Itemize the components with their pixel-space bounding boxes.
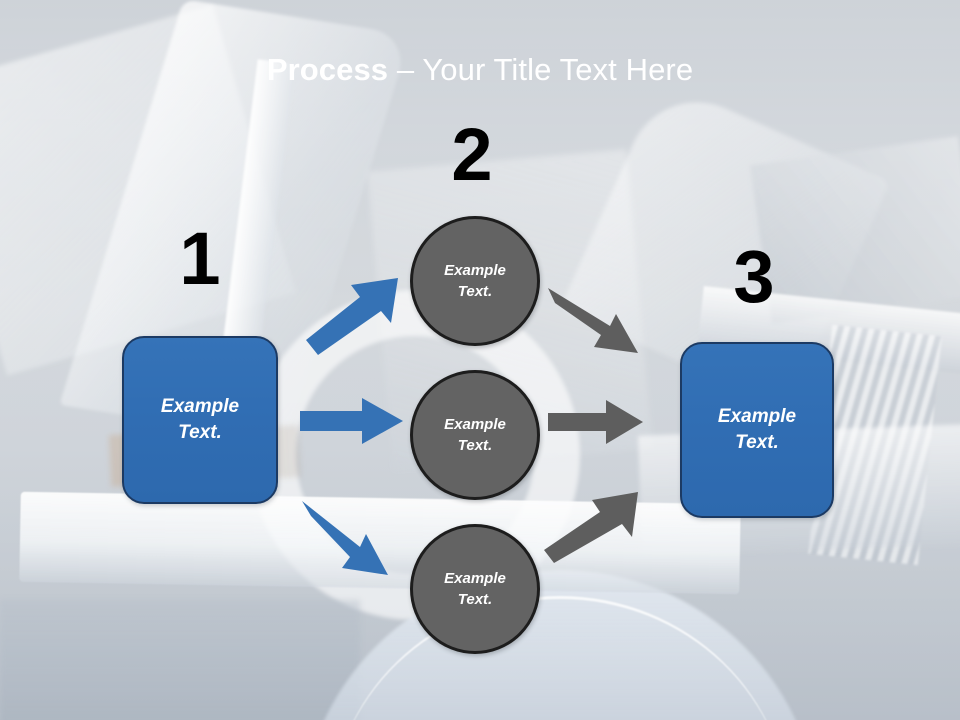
process-circle-3-text: Example Text. xyxy=(444,568,506,610)
process-box-right-line1: Example xyxy=(717,406,797,427)
process-circle-3[interactable]: Example Text. xyxy=(410,524,540,654)
arrow-blue-down-right xyxy=(302,498,402,576)
arrow-gray-right xyxy=(548,400,644,444)
process-circle-2-line2: Text. xyxy=(457,437,493,454)
process-box-left-line2: Text. xyxy=(178,422,222,443)
process-box-right-line2: Text. xyxy=(735,432,779,453)
process-circle-3-line1: Example xyxy=(444,570,506,587)
process-circle-1[interactable]: Example Text. xyxy=(410,216,540,346)
page-title-rest: – Your Title Text Here xyxy=(388,52,694,87)
process-circle-2[interactable]: Example Text. xyxy=(410,370,540,500)
process-circle-1-line2: Text. xyxy=(457,283,493,300)
process-box-right[interactable]: Example Text. xyxy=(680,342,834,518)
arrow-gray-up-right xyxy=(544,492,644,564)
process-box-left-line1: Example xyxy=(160,396,240,417)
step-number-1: 1 xyxy=(179,217,221,300)
step-number-3: 3 xyxy=(733,235,775,318)
arrow-blue-up-right xyxy=(306,278,402,356)
process-box-right-text: Example Text. xyxy=(710,404,804,456)
process-circle-2-line1: Example xyxy=(444,416,506,433)
process-circle-3-line2: Text. xyxy=(457,591,493,608)
process-circle-2-text: Example Text. xyxy=(444,414,506,456)
process-circle-1-line1: Example xyxy=(444,262,506,279)
page-title-strong: Process xyxy=(266,52,389,87)
step-number-2: 2 xyxy=(451,113,493,196)
process-circle-1-text: Example Text. xyxy=(444,260,506,302)
arrow-gray-down-right xyxy=(548,284,648,354)
arrow-blue-right xyxy=(300,398,404,444)
background-shape xyxy=(330,596,790,720)
process-box-left-text: Example Text. xyxy=(153,394,247,446)
page-title: Process – Your Title Text Here xyxy=(0,51,960,89)
process-box-left[interactable]: Example Text. xyxy=(122,336,278,504)
background-shape xyxy=(0,600,360,720)
